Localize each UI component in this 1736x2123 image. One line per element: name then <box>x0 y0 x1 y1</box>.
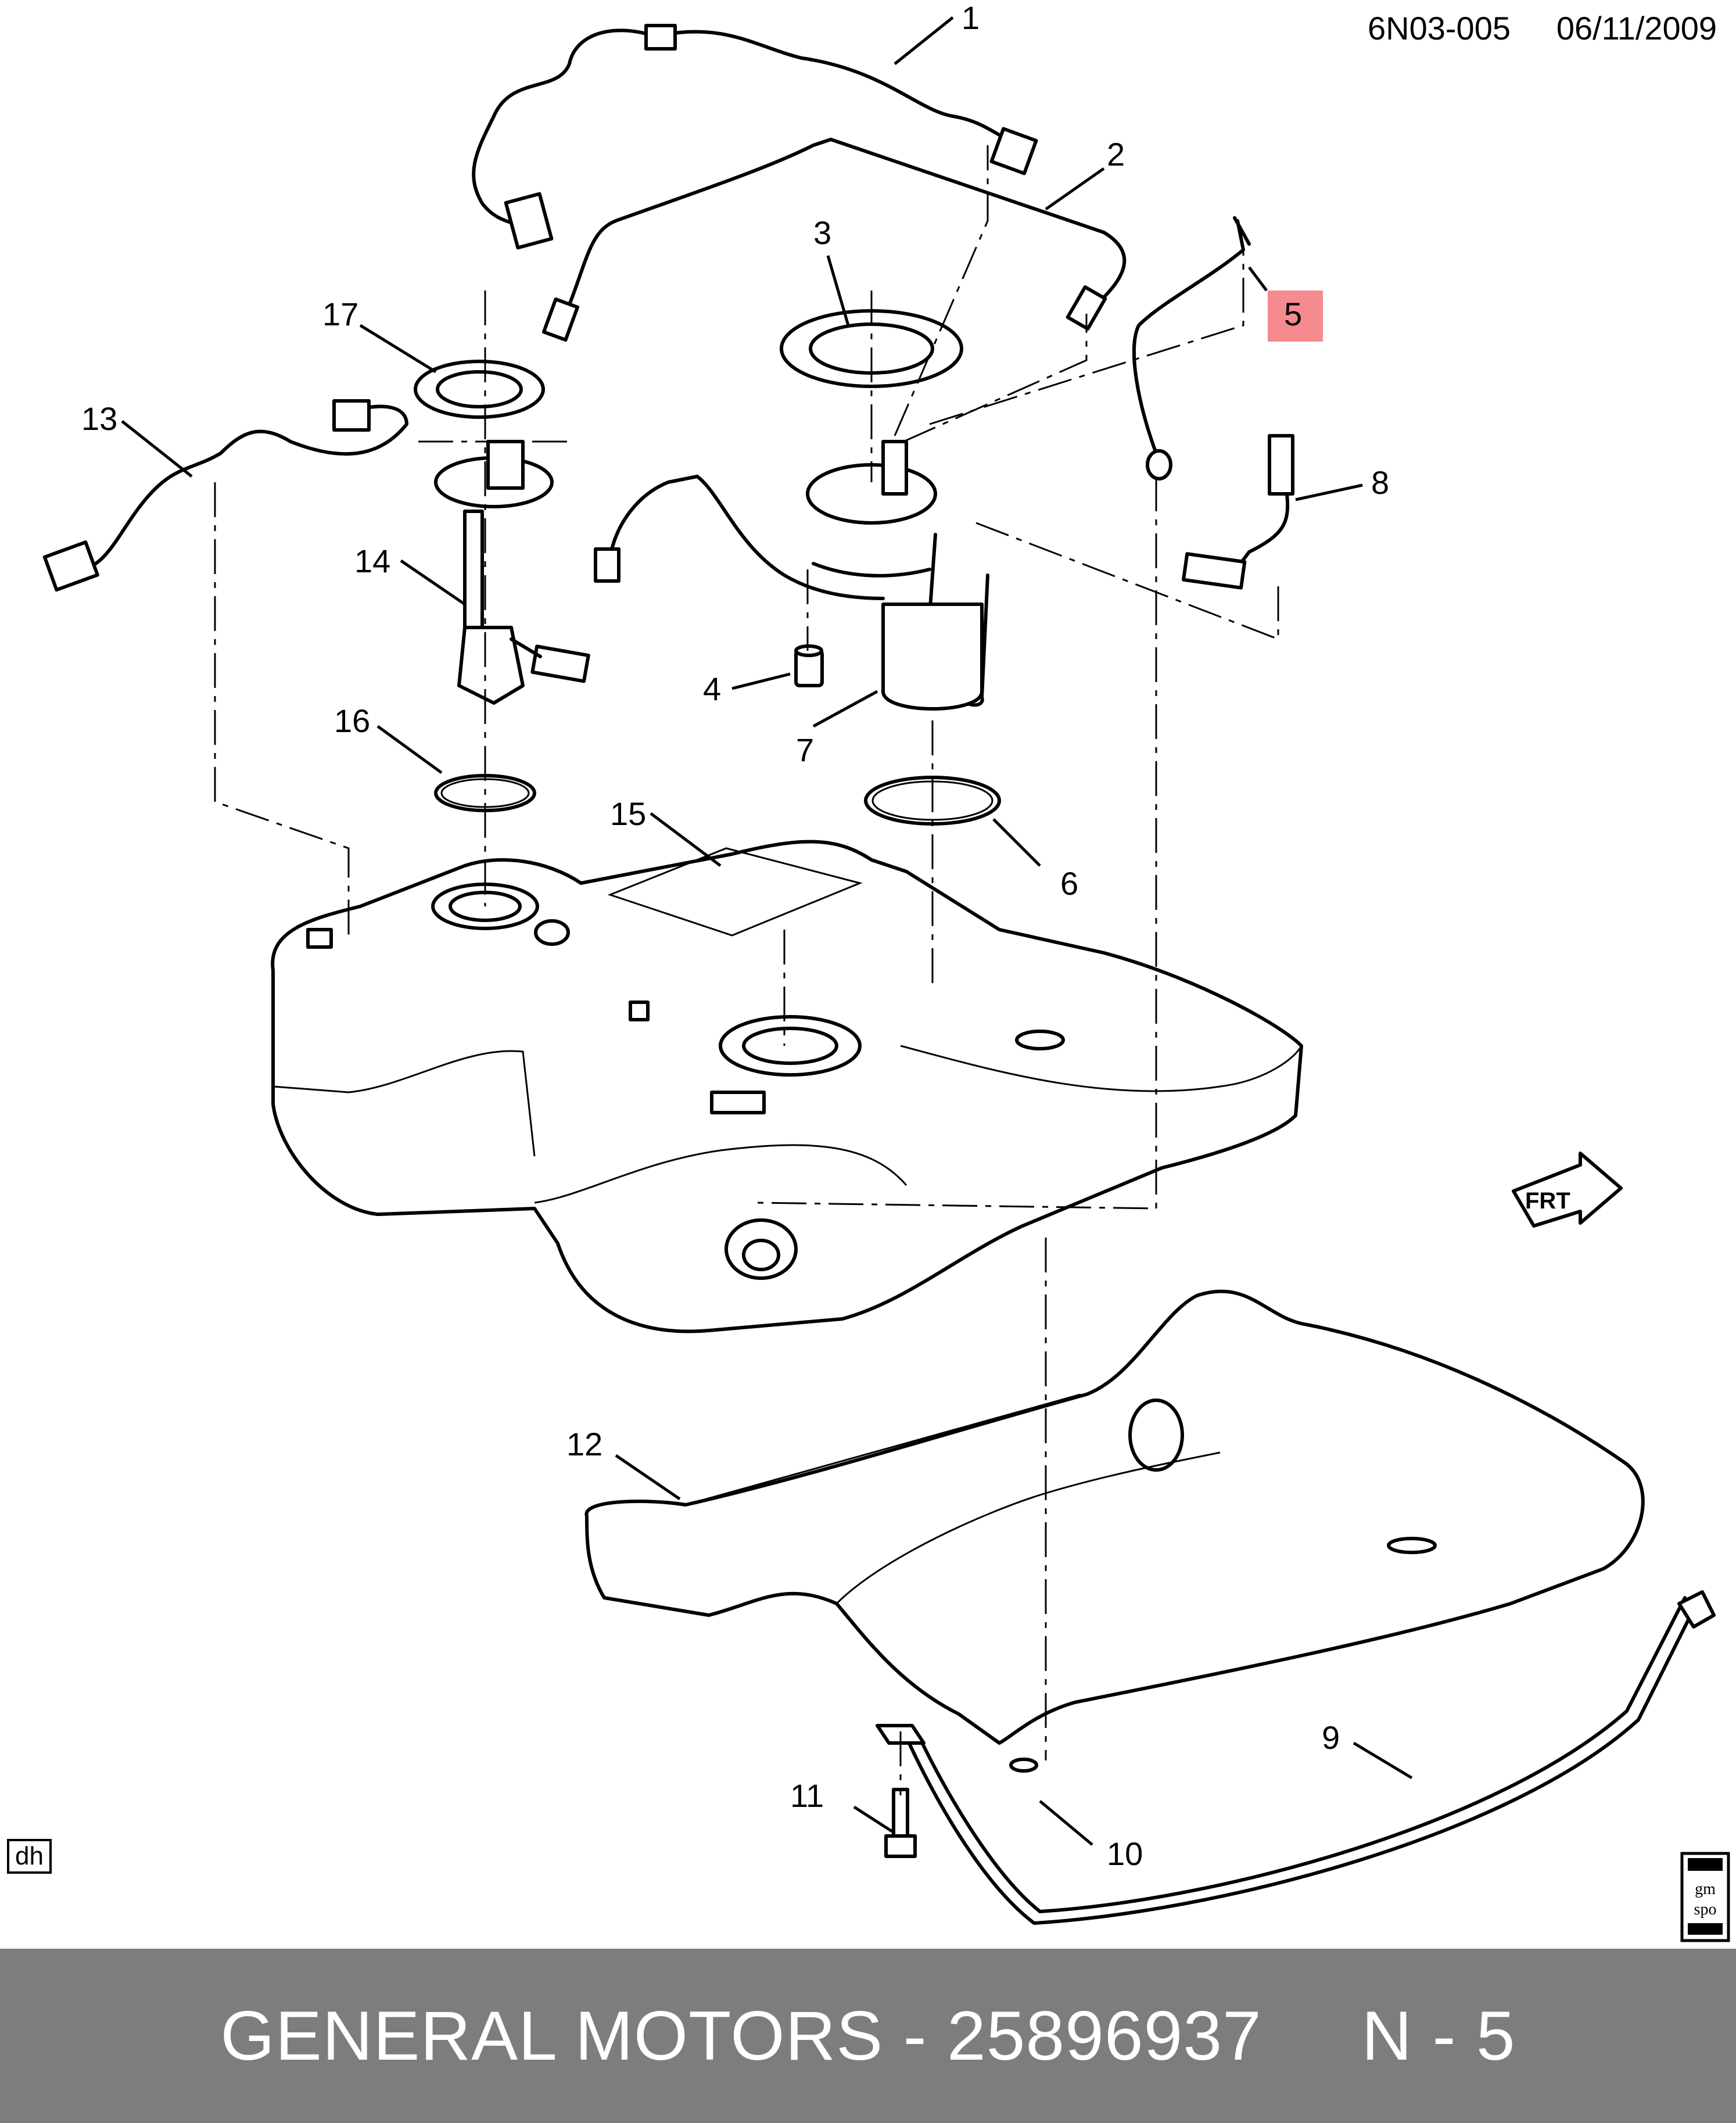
part-2-fuel-feed-pipe <box>541 138 1127 342</box>
callout-1: 1 <box>962 0 980 36</box>
callout-5: 5 <box>1284 296 1302 332</box>
callout-12: 12 <box>566 1426 602 1462</box>
exploded-parts-diagram: 6N03-005 06/11/2009 <box>42 0 1730 1942</box>
footer-index: N - 5 <box>1361 1997 1516 2075</box>
footer-brand: GENERAL MOTORS <box>220 1997 884 2075</box>
callout-17: 17 <box>322 296 358 332</box>
part-10-nut <box>1009 1758 1038 1773</box>
callout-15: 15 <box>610 795 646 832</box>
footer-caption: GENERAL MOTORS - 25896937 N - 5 <box>220 1996 1515 2076</box>
svg-text:gm: gm <box>1695 1880 1716 1898</box>
callout-6: 6 <box>1060 865 1078 902</box>
callout-8: 8 <box>1371 464 1389 501</box>
part-11-bolt <box>884 1788 917 1858</box>
callout-11: 11 <box>790 1777 824 1814</box>
part-1-wiring-harness <box>472 24 1038 250</box>
callout-2: 2 <box>1107 136 1125 173</box>
highlight-box <box>1268 291 1323 342</box>
drawer-initials-tag: dh <box>7 1839 52 1874</box>
part-17-lock-ring <box>414 360 545 419</box>
callout-13: 13 <box>81 400 117 437</box>
part-4-check-valve <box>794 644 824 687</box>
front-direction-arrow: FRT <box>1512 1152 1623 1228</box>
footer-separator: - <box>903 1997 927 2075</box>
drawing-date: 06/11/2009 <box>1556 10 1717 46</box>
part-8-fuel-level-sensor <box>1182 434 1294 590</box>
callout-16: 16 <box>334 702 370 739</box>
part-12-tank-shield <box>584 1289 1645 1745</box>
part-14-sender-module <box>434 440 590 705</box>
footer-bar: GENERAL MOTORS - 25896937 N - 5 <box>0 1949 1736 2123</box>
part-5-vent-pipe <box>1132 216 1251 480</box>
frt-label: FRT <box>1525 1188 1570 1214</box>
callout-7: 7 <box>796 731 814 768</box>
part-13-vapor-line <box>42 399 408 592</box>
callout-4: 4 <box>703 670 721 707</box>
part-7-fuel-pump-module <box>594 440 989 711</box>
callout-10: 10 <box>1107 1835 1143 1872</box>
svg-text:spo: spo <box>1694 1900 1717 1918</box>
part-15-fuel-tank <box>271 840 1303 1333</box>
drawing-id: 6N03-005 <box>1368 10 1511 46</box>
leader-lines <box>121 16 1413 1846</box>
gm-spo-logo: gm spo <box>1680 1852 1730 1942</box>
part-9-tank-strap <box>876 1590 1716 1925</box>
callout-14: 14 <box>354 543 390 579</box>
callout-9: 9 <box>1322 1719 1340 1756</box>
footer-part-number: 25896937 <box>946 1997 1262 2075</box>
assembly-centerlines <box>214 145 1279 1795</box>
callout-3: 3 <box>813 214 831 251</box>
callout-labels: 1 2 3 4 5 6 7 8 9 10 11 12 13 14 15 16 1… <box>81 0 1389 1872</box>
